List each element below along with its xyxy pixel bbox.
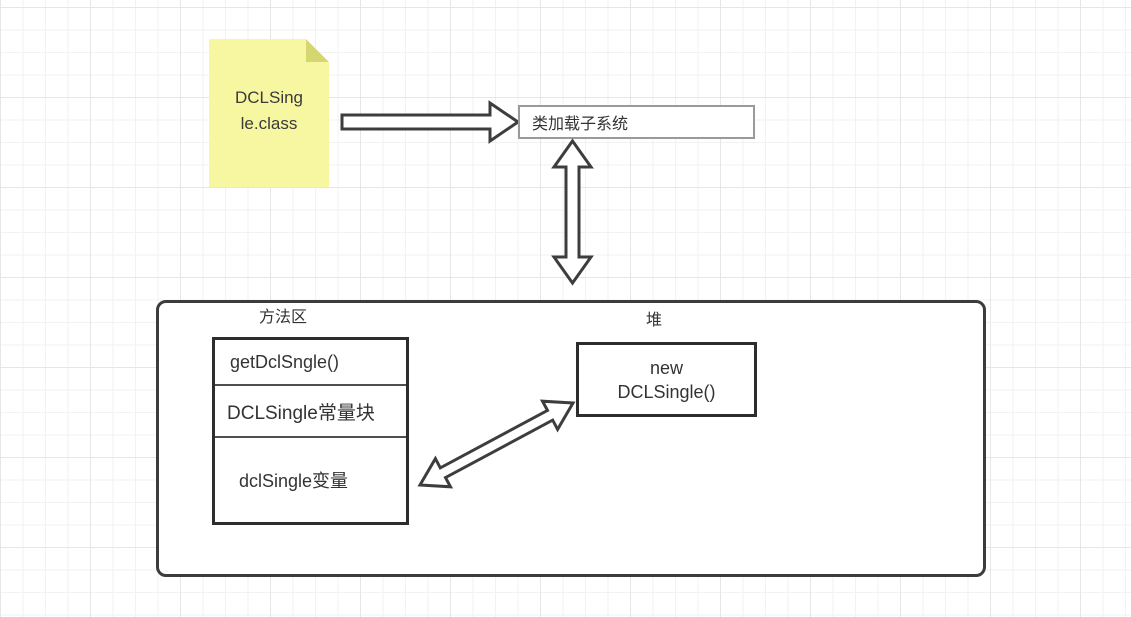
method-area-row-label: getDclSngle() xyxy=(230,351,340,372)
class-loader-label: 类加载子系统 xyxy=(532,116,629,133)
heap-title: 堆 xyxy=(645,312,662,329)
vertical-double-arrow-icon[interactable] xyxy=(550,138,595,286)
class-loader-subsystem-box[interactable]: 类加载子系统 xyxy=(518,105,755,139)
note-text-line2: le.class xyxy=(240,114,298,133)
arrow-note-to-loader-icon[interactable] xyxy=(338,98,522,146)
method-area-title: 方法区 xyxy=(258,309,307,326)
method-area-row-constant-block[interactable]: DCLSingle常量块 xyxy=(215,386,406,438)
note-text-line1: DCLSing xyxy=(234,88,304,107)
heap-object-line1: new xyxy=(649,357,684,378)
diagonal-double-arrow-icon[interactable] xyxy=(412,395,582,500)
method-area-row-label: dclSingle变量 xyxy=(239,471,349,491)
class-file-note[interactable]: DCLSing le.class xyxy=(209,39,329,187)
heap-object-line2: DCLSingle() xyxy=(617,381,716,402)
method-area-table[interactable]: getDclSngle() DCLSingle常量块 dclSingle变量 xyxy=(212,337,409,525)
heap-new-object-box[interactable]: new DCLSingle() xyxy=(576,342,757,417)
method-area-row-getdclsngle[interactable]: getDclSngle() xyxy=(215,340,406,386)
method-area-row-variable[interactable]: dclSingle变量 xyxy=(215,438,406,522)
method-area-row-label: DCLSingle常量块 xyxy=(227,402,375,424)
note-fold-corner-icon xyxy=(306,39,329,62)
